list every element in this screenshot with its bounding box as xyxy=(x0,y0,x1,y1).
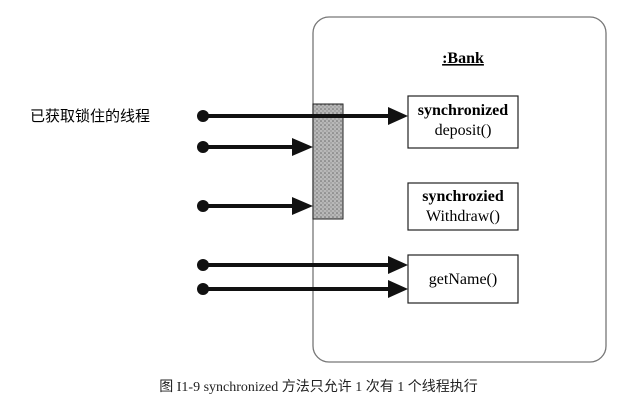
bank-object-title: :Bank xyxy=(442,50,484,67)
method-box-deposit: synchronized deposit() xyxy=(407,95,519,149)
thread-arrow-waiting xyxy=(197,138,313,156)
thread-arrow-getname xyxy=(197,280,408,298)
method-box-withdraw: synchrozied Withdraw() xyxy=(407,182,519,231)
method-name: getName() xyxy=(429,271,497,288)
lock-bar xyxy=(312,103,344,220)
method-name: Withdraw() xyxy=(426,208,500,225)
method-keyword: synchronized xyxy=(418,102,508,119)
thread-arrow-waiting xyxy=(197,197,313,215)
thread-arrow-getname xyxy=(197,256,408,274)
method-box-getname: getName() xyxy=(407,254,519,304)
figure-caption: 图 I1-9 synchronized 方法只允许 1 次有 1 个线程执行 xyxy=(159,380,478,395)
method-keyword: synchrozied xyxy=(422,188,504,205)
thread-arrow-lock-holder xyxy=(197,107,408,125)
lock-holder-label: 已获取锁住的线程 xyxy=(30,107,150,125)
method-name: deposit() xyxy=(435,122,492,139)
